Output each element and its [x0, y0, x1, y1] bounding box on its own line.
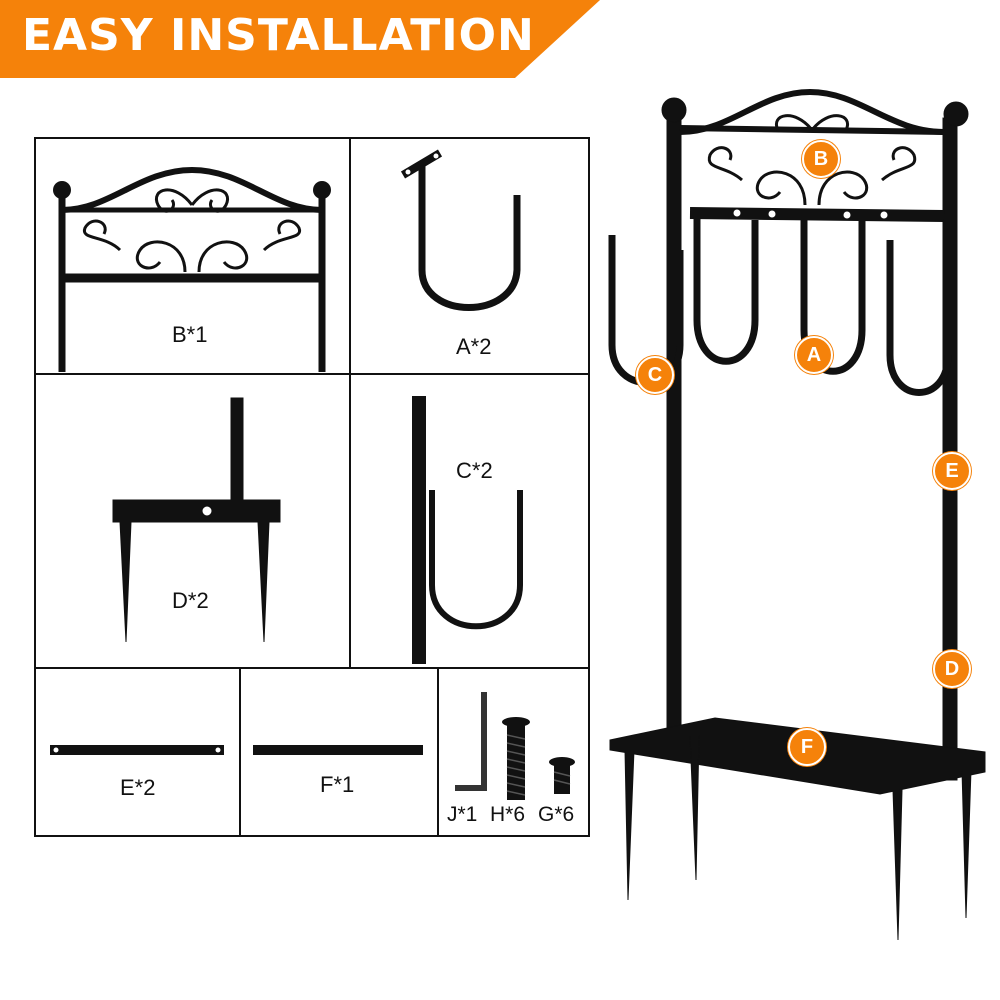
part-j-illustration	[455, 692, 487, 791]
banner-background	[0, 0, 600, 78]
parts-grid-frame	[34, 137, 590, 837]
part-a-illustration	[400, 149, 521, 311]
callout-f: F	[788, 728, 826, 766]
callout-a: A	[795, 336, 833, 374]
part-j-label: J*1	[447, 803, 478, 826]
part-h-illustration	[502, 717, 530, 800]
part-f-illustration	[253, 745, 423, 755]
part-b-illustration	[53, 166, 331, 372]
part-c-illustration	[412, 396, 523, 664]
part-e-illustration	[50, 745, 224, 755]
part-c-label: C*2	[456, 458, 493, 483]
callout-b: B	[802, 140, 840, 178]
part-e-label: E*2	[120, 775, 156, 800]
callout-e: E	[933, 452, 971, 490]
part-f-label: F*1	[320, 772, 355, 797]
part-g-label: G*6	[538, 803, 575, 826]
callout-d: D	[933, 650, 971, 688]
part-b-label: B*1	[172, 322, 208, 347]
callout-c: C	[636, 356, 674, 394]
banner-title: EASY INSTALLATION	[22, 10, 535, 61]
part-d-label: D*2	[172, 588, 209, 613]
part-a-label: A*2	[456, 334, 492, 359]
part-d-illustration	[112, 397, 281, 643]
part-g-illustration	[549, 757, 575, 794]
assembled-rack-illustration	[608, 88, 986, 941]
part-h-label: H*6	[490, 803, 526, 826]
